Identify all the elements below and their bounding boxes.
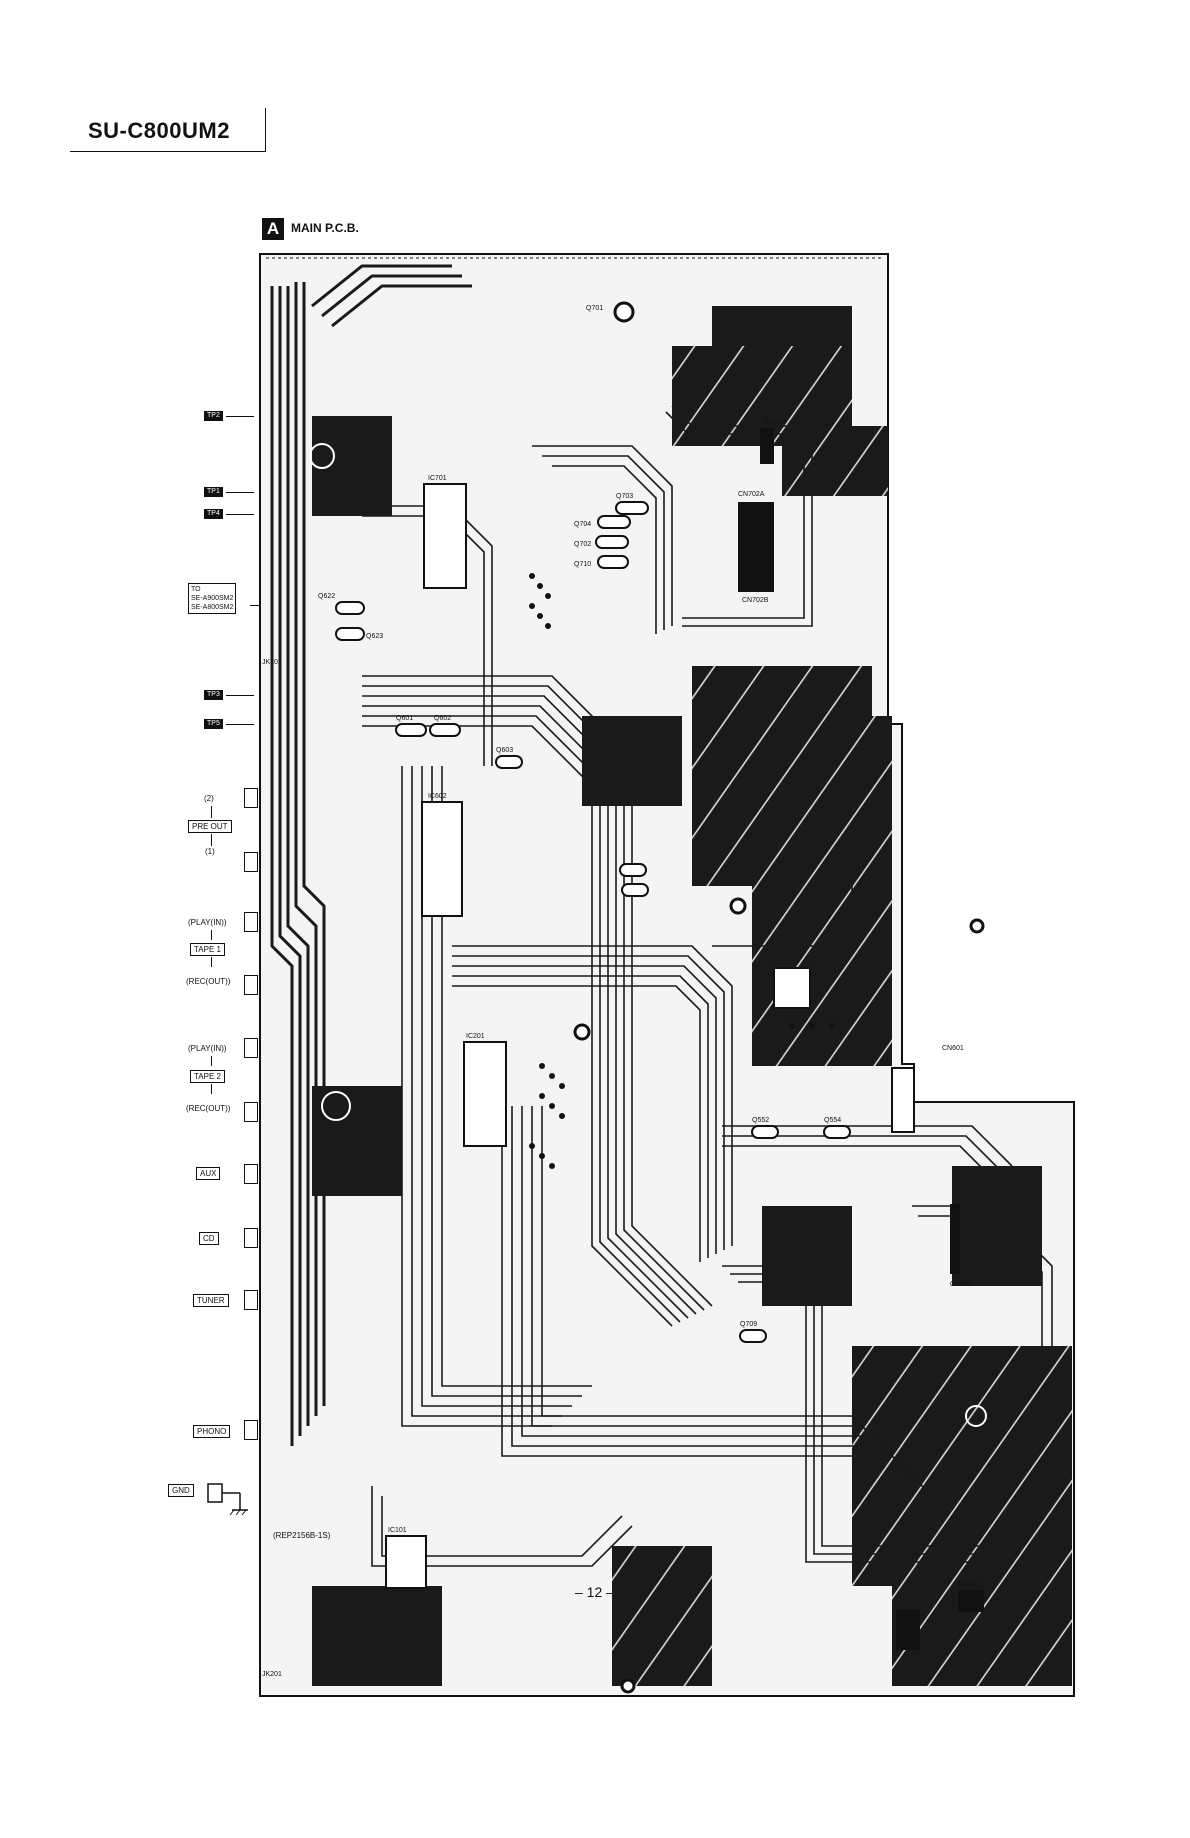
- aux-label: AUX: [196, 1167, 221, 1180]
- pre-out-line-bottom: [211, 834, 212, 846]
- connector-note-lead: [250, 605, 260, 606]
- q-label-q623: Q623: [366, 633, 383, 640]
- tp3-lead: [226, 695, 254, 696]
- q-label-q701: Q701: [586, 305, 603, 312]
- pre-out-ch2: (2): [204, 794, 214, 803]
- potentiometers: [309, 443, 987, 1427]
- connector-note-line-1: TO: [191, 586, 201, 593]
- aux-jack[interactable]: [244, 1164, 258, 1184]
- q-label-q552: Q552: [752, 1117, 769, 1124]
- cn-label-cn701: CN701: [764, 419, 786, 426]
- cd-label: CD: [199, 1232, 219, 1245]
- q-label-q702: Q702: [574, 541, 591, 548]
- gnd-terminal-icon: [207, 1483, 248, 1516]
- gnd-label: GND: [168, 1484, 194, 1497]
- ic-packages: [385, 483, 915, 1589]
- cn-label-cn201: CN201: [958, 1581, 980, 1588]
- tp4-lead: [226, 514, 254, 515]
- tape2-play-jack[interactable]: [244, 1038, 258, 1058]
- tape2-rec-jack[interactable]: [244, 1102, 258, 1122]
- connector-note-line-3: SE-A800SM2: [191, 604, 234, 611]
- q-label-q709: Q709: [740, 1321, 757, 1328]
- phono-label: PHONO: [193, 1425, 231, 1438]
- tape1-play-jack[interactable]: [244, 912, 258, 932]
- tape1-label: TAPE 1: [190, 943, 225, 956]
- cn-label-cn702a: CN702A: [738, 491, 765, 498]
- tp2-lead: [226, 416, 254, 417]
- tuner-label: TUNER: [193, 1294, 229, 1307]
- connector-note-line-2: SE-A900SM2: [191, 595, 234, 602]
- q-label-q602: Q602: [434, 715, 451, 722]
- tape2-rec-label: (REC(OUT)): [186, 1104, 231, 1113]
- model-title: SU-C800UM2: [88, 118, 230, 143]
- ic-label-ic701: IC701: [428, 475, 447, 482]
- title-underline: [70, 151, 266, 152]
- pre-out-ch1: (1): [205, 847, 215, 856]
- tape1-line-bottom: [211, 957, 212, 967]
- page-number: – 12 –: [575, 1584, 614, 1600]
- phono-jack[interactable]: [244, 1420, 258, 1440]
- test-point-tp1: TP1: [204, 487, 223, 497]
- ic-label-ic201: IC201: [466, 1033, 485, 1040]
- cd-jack[interactable]: [244, 1228, 258, 1248]
- mounting-holes: [573, 301, 985, 1694]
- component-pads: [529, 573, 835, 1169]
- tape2-label: TAPE 2: [190, 1070, 225, 1083]
- q-label-q603: Q603: [496, 747, 513, 754]
- q-label-q704: Q704: [574, 521, 591, 528]
- q-label-q703: Q703: [616, 493, 633, 500]
- q-label-q554: Q554: [824, 1117, 841, 1124]
- tape1-rec-label: (REC(OUT)): [186, 977, 231, 986]
- cn-label-cn702b: CN702B: [742, 597, 769, 604]
- cn-label-cn503: CN503: [950, 1281, 972, 1288]
- test-point-tp3: TP3: [204, 690, 223, 700]
- pre-out-label: PRE OUT: [188, 820, 232, 833]
- tuner-jack[interactable]: [244, 1290, 258, 1310]
- test-point-tp4: TP4: [204, 509, 223, 519]
- cn-label-cn601: CN601: [942, 1045, 964, 1052]
- tape2-play-label: (PLAY(IN)): [188, 1044, 227, 1053]
- board-part-number: (REP2156B-1S): [273, 1531, 331, 1540]
- test-point-tp2: TP2: [204, 411, 223, 421]
- tape2-line-bottom: [211, 1084, 212, 1094]
- pre-out-line-top: [211, 806, 212, 818]
- tp1-lead: [226, 492, 254, 493]
- tape1-line-top: [211, 930, 212, 940]
- tape1-play-label: (PLAY(IN)): [188, 918, 227, 927]
- pre-out-jack-1[interactable]: [244, 852, 258, 872]
- test-point-tp5: TP5: [204, 719, 223, 729]
- ic-label-ic101: IC101: [388, 1527, 407, 1534]
- tape2-line-top: [211, 1056, 212, 1066]
- connector-headers: [738, 428, 984, 1650]
- connector-note: TO SE-A900SM2 SE-A800SM2: [188, 583, 237, 614]
- q-label-q622: Q622: [318, 593, 335, 600]
- tape1-rec-jack[interactable]: [244, 975, 258, 995]
- pcb-drawing: IC701 IC602 IC201 IC101 Q701 Q703 Q704 Q…: [259, 253, 1075, 1697]
- q-label-q710: Q710: [574, 561, 591, 568]
- jk-label-jk201: JK201: [262, 1671, 282, 1678]
- section-badge: A: [262, 218, 284, 240]
- section-title: MAIN P.C.B.: [291, 221, 359, 235]
- tp5-lead: [226, 724, 254, 725]
- transistor-pads: [335, 501, 851, 1343]
- jk-label-jk202: JK202: [262, 659, 282, 666]
- ic-label-ic602: IC602: [428, 793, 447, 800]
- pre-out-jack-2[interactable]: [244, 788, 258, 808]
- title-divider: [265, 108, 266, 152]
- q-label-q601: Q601: [396, 715, 413, 722]
